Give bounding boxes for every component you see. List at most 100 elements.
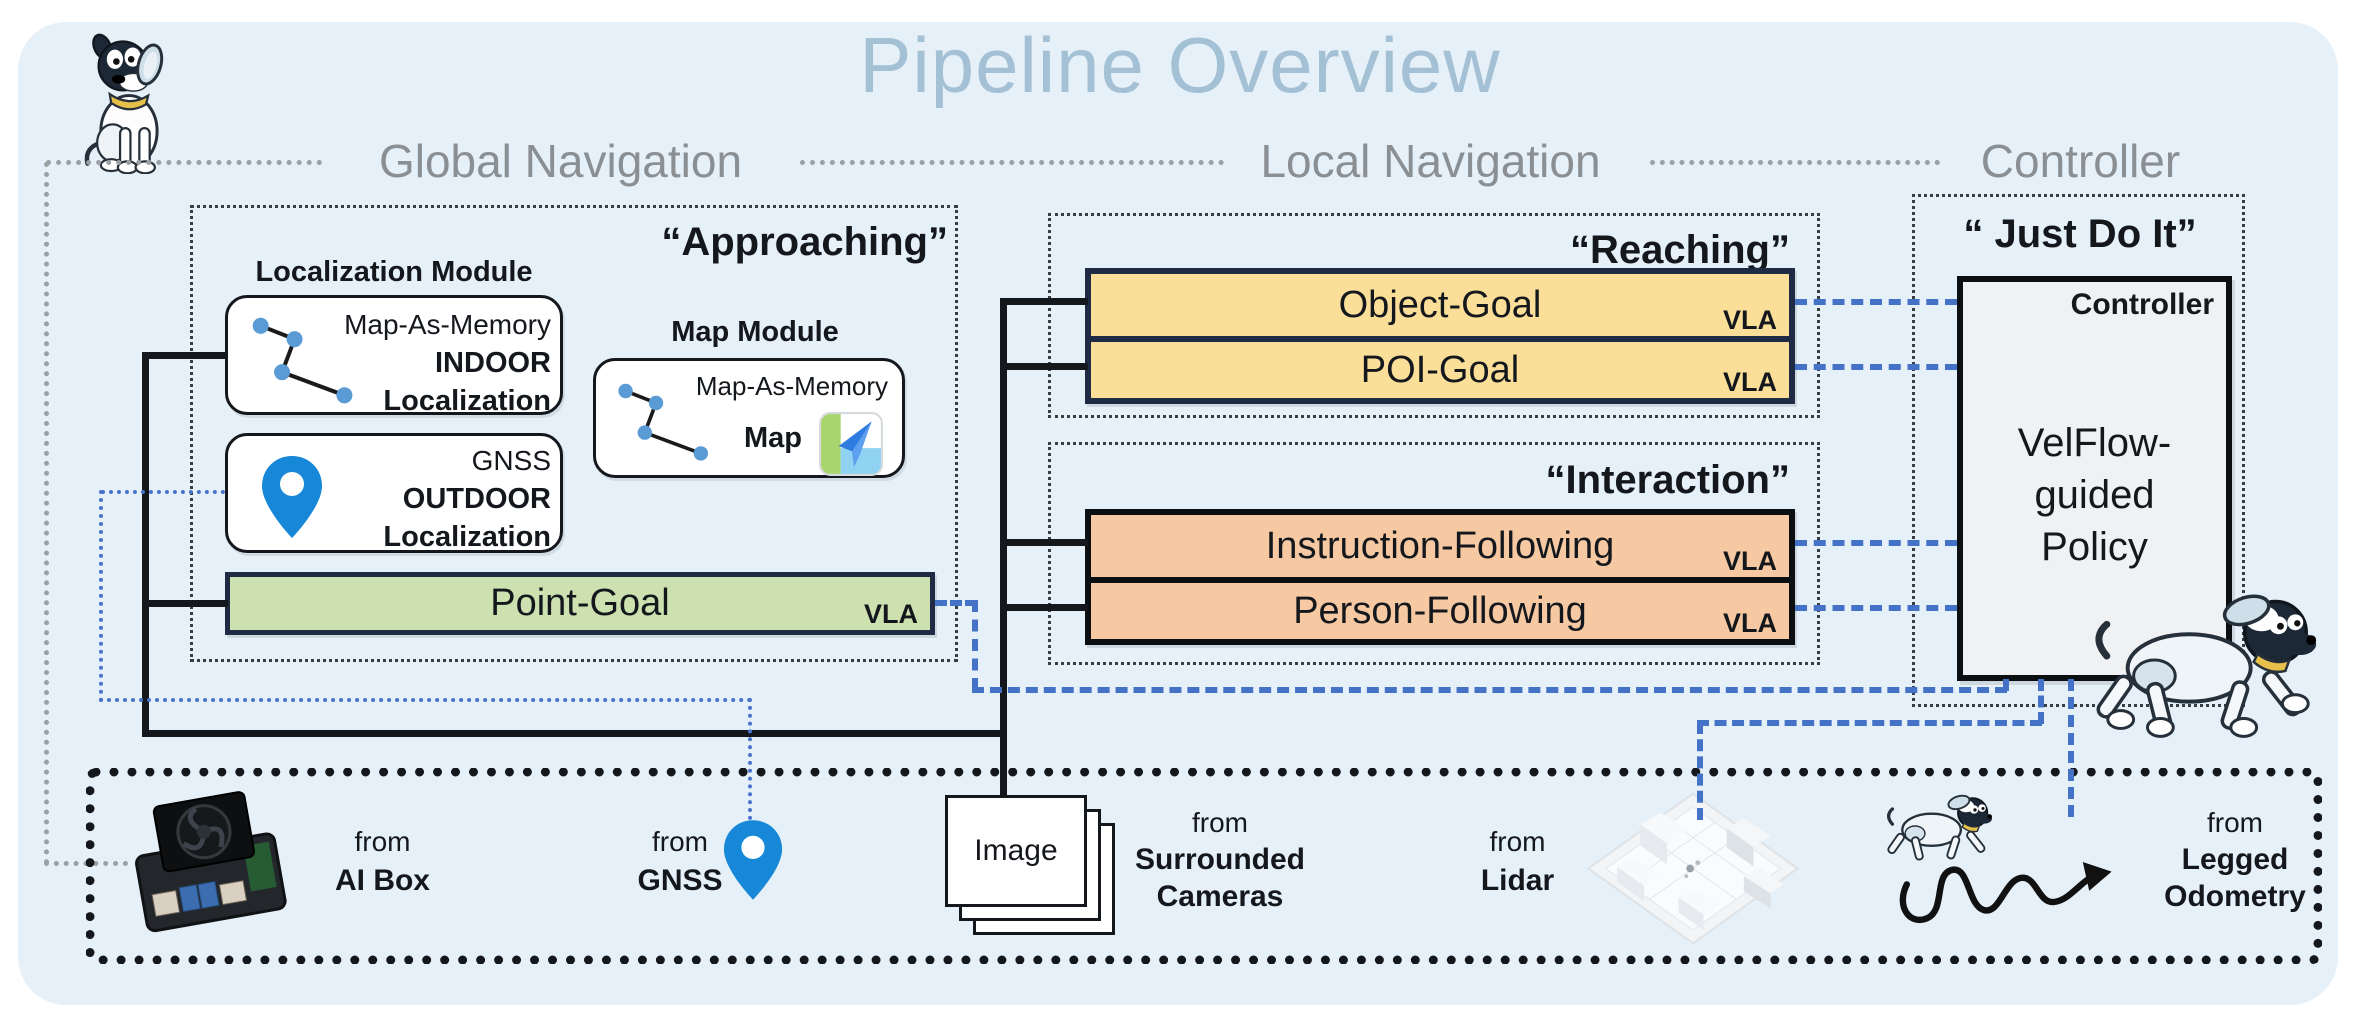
- conn-object-goal-branch: [1000, 298, 1088, 305]
- section-header-local-navigation: Local Navigation: [1260, 135, 1601, 187]
- vla-badge: VLA: [1723, 367, 1777, 397]
- instruction-following-bar: Instruction-Following VLA: [1091, 515, 1789, 577]
- point-goal-label: Point-Goal: [490, 582, 670, 624]
- conn-point-goal-branch: [142, 600, 228, 607]
- conn-odometry-to-controller: [2068, 679, 2074, 817]
- robot-dog-sitting-icon: [70, 26, 182, 174]
- indoor-card-text: Map-As-Memory INDOOR Localization: [333, 306, 551, 420]
- just-do-it-title: “ Just Do It”: [1963, 212, 2197, 256]
- gnss-name: GNSS: [637, 864, 723, 897]
- controller-box: Controller VelFlow- guided Policy: [1957, 276, 2232, 681]
- legged-name-line1: Legged: [2181, 843, 2289, 876]
- object-goal-bar: Object-Goal VLA: [1091, 274, 1789, 336]
- conn-global-trunk: [142, 352, 149, 737]
- legged-from: from: [2207, 807, 2263, 838]
- conn-indoor-branch: [142, 352, 228, 359]
- header-dotted-separator-1: [46, 160, 322, 165]
- outdoor-card-line3: Localization: [383, 521, 551, 553]
- section-header-global-navigation: Global Navigation: [378, 135, 743, 187]
- conn-point-goal-up: [2003, 679, 2009, 691]
- velflow-policy-label: VelFlow- guided Policy: [1963, 417, 2226, 573]
- outdoor-card-line1: GNSS: [471, 445, 551, 476]
- map-app-icon: [818, 411, 884, 477]
- vla-badge: VLA: [1723, 305, 1777, 335]
- conn-gnss-into-card: [101, 490, 225, 494]
- legged-name-line2: Odometry: [2164, 880, 2306, 913]
- ai-box-name: AI Box: [334, 864, 430, 897]
- lidar-map-icon: [1582, 784, 1804, 952]
- cameras-from: from: [1192, 807, 1248, 838]
- header-dotted-separator-2: [800, 160, 1224, 165]
- policy-line3: Policy: [2041, 525, 2148, 569]
- map-card: Map-As-Memory Map: [593, 358, 905, 478]
- indoor-card-line2: INDOOR: [435, 347, 551, 379]
- person-following-label: Person-Following: [1293, 589, 1587, 632]
- legged-odometry-label: from Legged Odometry: [2150, 804, 2320, 915]
- person-following-bar: Person-Following VLA: [1091, 577, 1789, 639]
- sensor-bar: [86, 768, 2322, 964]
- lidar-name: Lidar: [1480, 864, 1555, 897]
- localization-module-label: Localization Module: [255, 256, 533, 288]
- cameras-name-line2: Cameras: [1156, 880, 1284, 913]
- conn-person-branch: [1000, 604, 1088, 611]
- conn-poi-goal-to-controller: [1795, 364, 1957, 370]
- conn-image-trunk: [1000, 298, 1007, 798]
- image-stack-icon: Image: [945, 795, 1087, 907]
- outdoor-card-text: GNSS OUTDOOR Localization: [333, 442, 551, 556]
- interaction-title: “Interaction”: [1545, 458, 1790, 502]
- gnss-from: from: [652, 826, 708, 857]
- gnss-label: from GNSS: [605, 822, 755, 900]
- reaching-title: “Reaching”: [1569, 228, 1790, 272]
- reaching-box: [1048, 213, 1820, 418]
- conn-dog-to-aibox-vertical: [44, 162, 49, 865]
- lidar-from: from: [1489, 826, 1546, 857]
- conn-lidar-up: [1697, 722, 1703, 820]
- location-pin-icon: [260, 454, 324, 540]
- policy-line1: VelFlow-: [2017, 421, 2172, 465]
- interaction-box: [1048, 442, 1820, 665]
- poi-goal-bar: POI-Goal VLA: [1091, 336, 1789, 398]
- surrounded-cameras-label: from Surrounded Cameras: [1125, 804, 1315, 915]
- conn-person-to-controller: [1795, 605, 1957, 611]
- conn-gnss-horizontal: [99, 698, 752, 702]
- conn-object-goal-to-controller: [1795, 299, 1957, 305]
- vla-badge: VLA: [864, 599, 918, 629]
- indoor-localization-card: Map-As-Memory INDOOR Localization: [225, 295, 563, 417]
- vla-badge: VLA: [1723, 546, 1777, 576]
- controller-box-label: Controller: [2070, 288, 2214, 321]
- instruction-following-label: Instruction-Following: [1265, 524, 1615, 567]
- outdoor-card-line2: OUTDOOR: [402, 483, 551, 515]
- outdoor-localization-card: GNSS OUTDOOR Localization: [225, 433, 563, 553]
- conn-lidar-to-controller: [1697, 720, 2042, 726]
- conn-point-goal-out: [935, 600, 977, 606]
- conn-lidar-into-controller: [2038, 679, 2044, 724]
- vla-badge: VLA: [1723, 608, 1777, 638]
- conn-gnss-from-pin: [748, 698, 752, 820]
- interaction-block: Instruction-Following VLA Person-Followi…: [1085, 509, 1795, 645]
- page-title: Pipeline Overview: [859, 21, 1501, 109]
- reaching-block: Object-Goal VLA POI-Goal VLA: [1085, 268, 1795, 404]
- conn-point-goal-down: [972, 600, 978, 690]
- trajectory-arrow-icon: [1878, 846, 2150, 934]
- map-card-line1: Map-As-Memory: [695, 371, 888, 401]
- route-graph-icon: [240, 308, 358, 406]
- ai-box-board-icon: [124, 786, 299, 941]
- conn-instruction-branch: [1000, 539, 1088, 546]
- conn-point-goal-to-controller: [972, 687, 2007, 693]
- indoor-card-line3: Localization: [383, 385, 551, 417]
- lidar-label: from Lidar: [1450, 822, 1585, 900]
- policy-line2: guided: [2034, 473, 2155, 517]
- map-card-line2: Map: [744, 422, 802, 454]
- robot-dog-running-icon: [2085, 580, 2333, 740]
- object-goal-label: Object-Goal: [1338, 283, 1542, 326]
- route-graph-icon: [608, 373, 712, 465]
- indoor-card-line1: Map-As-Memory: [344, 309, 551, 340]
- conn-image-to-global: [142, 730, 1007, 737]
- ai-box-label: from AI Box: [300, 822, 465, 900]
- conn-gnss-vertical: [99, 490, 103, 702]
- header-dotted-separator-3: [1650, 160, 1940, 165]
- conn-poi-goal-branch: [1000, 363, 1088, 370]
- approaching-box: [190, 205, 958, 662]
- robot-dog-odometry-icon: [1882, 788, 2000, 874]
